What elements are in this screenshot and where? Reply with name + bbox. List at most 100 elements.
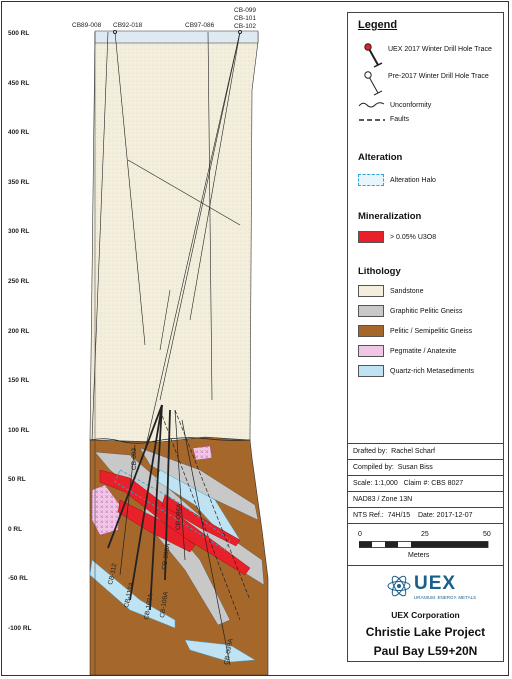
pegmatite-label: Pegmatite / Anatexite — [390, 348, 457, 355]
drill-trace — [174, 409, 186, 561]
hole-label: CB-086A — [175, 503, 183, 530]
alteration-label: Alteration Halo — [390, 177, 436, 184]
datum-row: NAD83 / Zone 13N — [353, 496, 413, 503]
rl-label: 0 RL — [8, 526, 22, 533]
mineralization-swatch — [358, 231, 384, 243]
drill-trace — [107, 404, 163, 549]
unconformity-label: Unconformity — [390, 102, 432, 109]
uex-trace-label: UEX 2017 Winter Drill Hole Trace — [388, 46, 492, 53]
rl-label: 200 RL — [8, 328, 29, 335]
collar-marker — [113, 30, 117, 34]
nts-row: NTS Ref.: 74H/15 Date: 2017-12-07 — [353, 512, 473, 519]
graphitic-gneiss-band — [139, 447, 259, 521]
drill-trace — [164, 409, 171, 581]
scale-row: Scale: 1:1,000 Claim #: CBS 8027 — [353, 480, 464, 487]
quartz-metasediment-band — [184, 639, 256, 663]
scalebar-unit: Meters — [408, 552, 430, 559]
rl-label: -50 RL — [8, 575, 28, 582]
uex-logo-icon — [387, 575, 411, 597]
scale-bar — [359, 541, 489, 548]
alteration-title: Alteration — [358, 152, 403, 163]
legend-panel: Legend UEX 2017 Winter Drill Hole Trace … — [347, 12, 504, 662]
fault-line — [159, 409, 241, 621]
rl-label: 150 RL — [8, 377, 29, 384]
hole-label: CB-098A — [161, 543, 172, 571]
drill-trace — [127, 159, 241, 226]
rl-label: 350 RL — [8, 179, 29, 186]
drill-trace — [119, 444, 136, 576]
hole-label: CB-108A — [159, 591, 170, 619]
alteration-halo — [114, 469, 231, 551]
pegmatite-zone — [192, 445, 213, 461]
overburden-cap — [94, 30, 259, 44]
drill-trace — [189, 31, 241, 321]
graphitic-label: Graphitic Pelitic Gneiss — [390, 308, 463, 315]
section-name: Paul Bay L59+20N — [373, 644, 478, 658]
drill-trace — [91, 31, 109, 441]
rl-label: -100 RL — [8, 625, 32, 632]
hole-label: CB97-086 — [185, 22, 215, 29]
alteration-swatch — [358, 174, 384, 186]
drill-trace — [207, 31, 213, 401]
drill-trace — [159, 31, 241, 401]
uex-logo-tagline: URANIUM. ENERGY. METALS — [414, 595, 477, 600]
drill-trace — [144, 31, 241, 451]
sandstone-unit — [89, 31, 259, 443]
hole-label: CB-102A — [143, 593, 155, 621]
rl-label: 400 RL — [8, 129, 29, 136]
fault-symbol — [359, 119, 385, 121]
sandstone-label: Sandstone — [390, 288, 424, 295]
uex-trace-symbol — [364, 43, 383, 68]
pre-trace-label: Pre-2017 Winter Drill Hole Trace — [388, 73, 489, 80]
rl-label: 450 RL — [8, 80, 29, 87]
uex-logo-text: UEX — [414, 573, 457, 594]
sandstone-swatch — [358, 285, 384, 297]
cross-section: 500 RL 450 RL 400 RL 350 RL 300 RL 250 R… — [8, 7, 269, 676]
unconformity-line — [89, 437, 251, 444]
lithology-title: Lithology — [358, 266, 401, 277]
rl-label: 100 RL — [8, 427, 29, 434]
company-name: UEX Corporation — [391, 610, 460, 620]
compiled-row: Compiled by: Susan Biss — [353, 464, 433, 471]
hole-label: CB-101 — [234, 15, 256, 22]
rl-label: 50 RL — [8, 476, 26, 483]
pre-trace-symbol — [364, 71, 383, 96]
graphitic-swatch — [358, 305, 384, 317]
rl-label: 500 RL — [8, 30, 29, 37]
drill-trace — [114, 31, 146, 346]
drill-trace — [149, 404, 163, 611]
mineralization-title: Mineralization — [358, 211, 422, 222]
scalebar-50: 50 — [483, 531, 491, 538]
drill-hole-traces — [91, 30, 242, 666]
quartz-swatch — [358, 365, 384, 377]
quartz-label: Quartz-rich Metasediments — [390, 368, 475, 375]
rl-axis: 500 RL 450 RL 400 RL 350 RL 300 RL 250 R… — [8, 30, 96, 675]
hole-label: CB-099A — [223, 638, 235, 666]
quartz-metasediment-band — [89, 559, 176, 629]
hole-label: CB-093 — [131, 448, 138, 470]
hole-label: CB-112 — [107, 562, 118, 585]
collar-marker — [238, 30, 242, 34]
drill-trace — [181, 419, 231, 666]
pegmatite-zone — [91, 484, 121, 536]
pegmatite-swatch — [358, 345, 384, 357]
scalebar-0: 0 — [358, 531, 362, 538]
drill-trace — [129, 404, 163, 601]
fault-label: Faults — [390, 116, 410, 123]
rl-label: 300 RL — [8, 228, 29, 235]
hole-label: CB89-008 — [72, 22, 102, 29]
project-name: Christie Lake Project — [365, 625, 486, 639]
pelitic-swatch — [358, 325, 384, 337]
mineralization-label: > 0.05% U3O8 — [390, 234, 437, 241]
hole-label: CB-099 — [234, 7, 256, 14]
drill-trace — [159, 289, 171, 351]
mineralization-zone — [117, 499, 196, 553]
legend-title: Legend — [358, 19, 398, 31]
pelitic-label: Pelitic / Semipelitic Gneiss — [390, 328, 473, 335]
drafted-row: Drafted by: Rachel Scharf — [353, 448, 436, 455]
hole-label: CB92-018 — [113, 22, 143, 29]
hole-label: CB-102 — [234, 23, 256, 30]
unconformity-symbol — [358, 102, 385, 108]
fault-line — [174, 409, 251, 601]
